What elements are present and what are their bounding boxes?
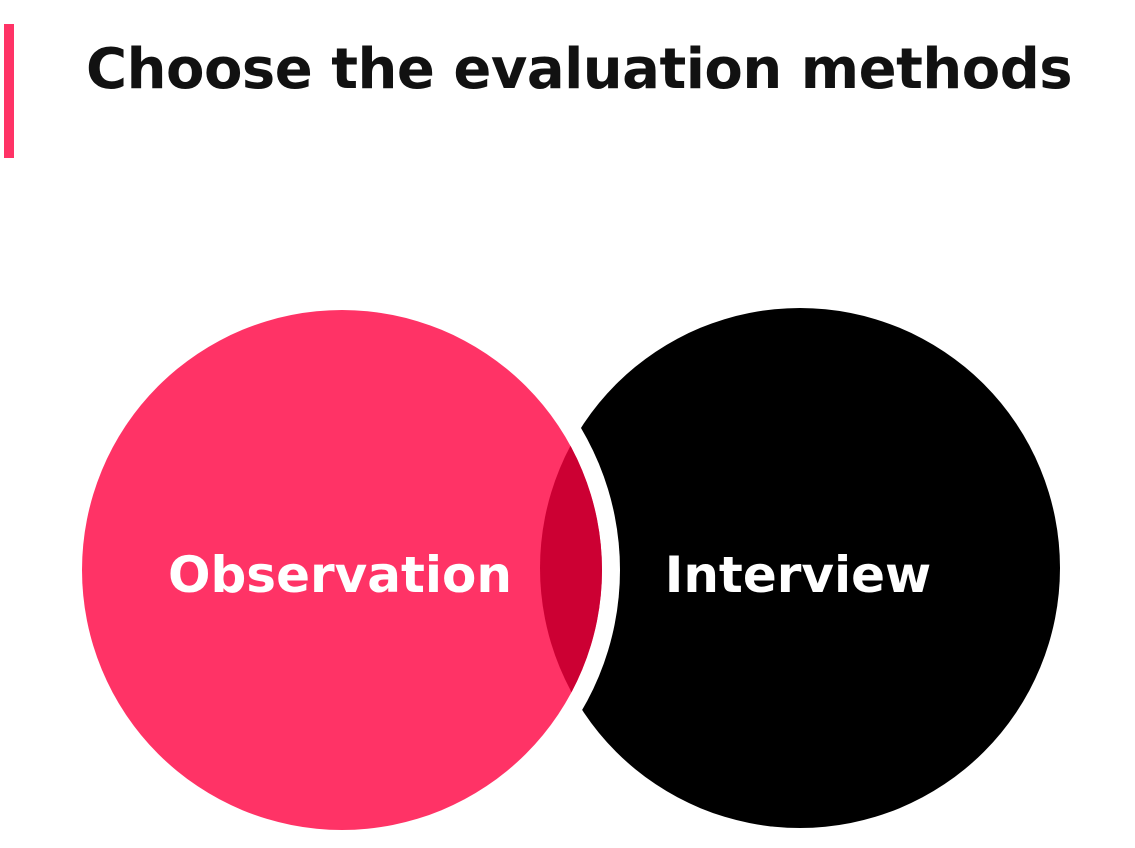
title-accent-bar [4,24,14,158]
venn-circle-observation [82,310,602,830]
venn-label-observation: Observation [168,546,512,604]
slide-title: Choose the evaluation methods [86,37,1073,102]
venn-circle-interview [540,308,1060,828]
venn-label-interview: Interview [665,546,932,604]
